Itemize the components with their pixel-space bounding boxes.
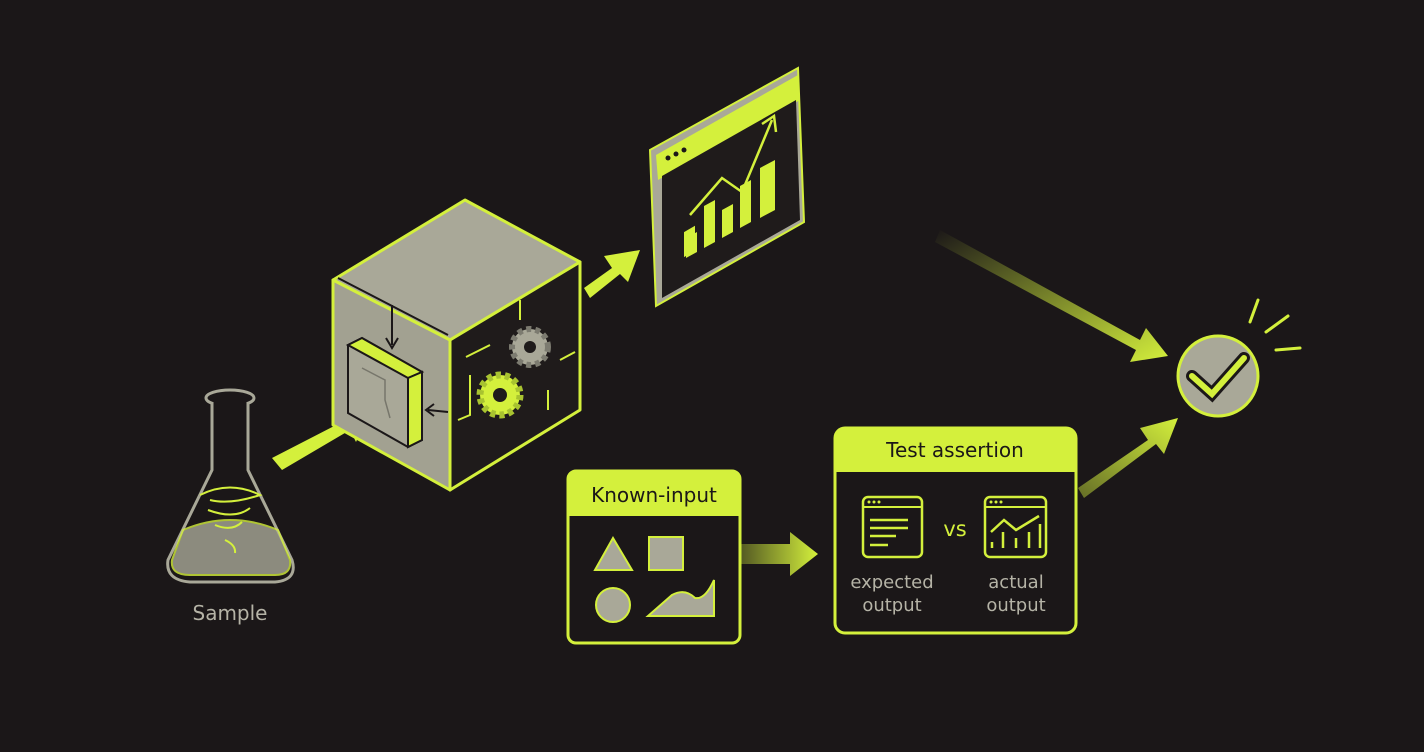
test-assertion-panel: Test assertion vs expected output actual… bbox=[833, 426, 1078, 635]
test-assertion-title: Test assertion bbox=[885, 438, 1024, 462]
expected-output-label-line2: output bbox=[862, 595, 921, 616]
sample-label: Sample bbox=[193, 601, 268, 625]
known-input-title: Known-input bbox=[591, 483, 717, 507]
actual-output-chart-icon bbox=[983, 495, 1048, 559]
expected-output-document-icon bbox=[861, 495, 924, 559]
area-shape-icon bbox=[645, 579, 715, 617]
actual-output-label-line2: output bbox=[986, 595, 1045, 616]
vs-label: vs bbox=[943, 517, 966, 541]
square-icon bbox=[648, 536, 684, 571]
known-input-panel: Known-input bbox=[566, 469, 742, 645]
expected-output-label-line1: expected bbox=[850, 572, 933, 593]
actual-output-label-line1: actual bbox=[988, 572, 1043, 593]
processor-cube-icon bbox=[331, 198, 582, 492]
triangle-icon bbox=[593, 536, 634, 571]
circle-icon bbox=[595, 587, 631, 623]
dashboard-chart-icon bbox=[648, 66, 806, 308]
success-check-icon bbox=[1176, 298, 1302, 418]
arrow-input-to-assertion bbox=[740, 532, 818, 576]
flask-icon bbox=[166, 388, 295, 584]
arrow-dashboard-to-check bbox=[935, 230, 1168, 362]
arrow-assertion-to-check bbox=[1078, 418, 1178, 498]
arrow-processor-to-dashboard bbox=[584, 250, 640, 298]
